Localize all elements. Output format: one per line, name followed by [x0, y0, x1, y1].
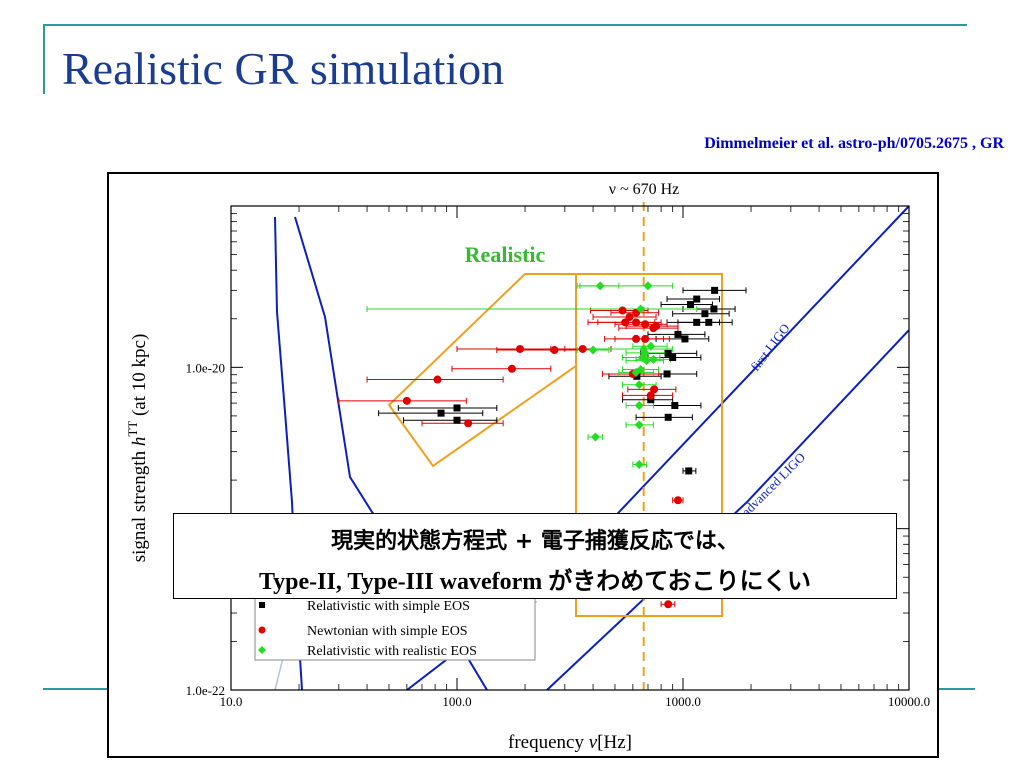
data-point-diamond [595, 281, 605, 291]
legend-square-marker [259, 602, 265, 608]
left-decor-line [43, 24, 45, 94]
data-point-square [701, 310, 709, 318]
data-point-circle [649, 324, 658, 333]
data-point-circle [673, 496, 682, 505]
reference-line-label: ν ~ 670 Hz [609, 181, 680, 198]
data-point-square [674, 330, 682, 338]
data-point-square [687, 301, 695, 309]
data-point-circle [578, 344, 587, 353]
legend-label-relativistic-realistic: Relativistic with realistic EOS [307, 644, 477, 659]
data-point-diamond [634, 459, 644, 469]
data-point-circle [621, 318, 630, 327]
simple-eos-region-box [387, 273, 577, 468]
data-point-circle [632, 334, 641, 343]
realistic-region-box [575, 273, 723, 617]
data-point-circle [646, 391, 655, 400]
data-point-square [685, 467, 693, 475]
data-point-square [693, 318, 701, 326]
data-point-square [633, 372, 641, 380]
data-point-square [663, 370, 671, 378]
callout-box: 現実的状態方程式 + 電子捕獲反応では、 Type-II, Type-III w… [173, 513, 897, 599]
data-point-circle [464, 419, 473, 428]
advanced-ligo-curve [546, 329, 909, 690]
data-point-circle [641, 320, 650, 329]
data-point-circle [550, 346, 559, 355]
bottom-left-decor-line [43, 688, 107, 690]
citation: Dimmelmeier et al. astro-ph/0705.2675 , … [704, 135, 1004, 152]
data-point-square [671, 402, 679, 410]
data-point-diamond [648, 354, 658, 364]
data-point-circle [664, 600, 673, 609]
data-point-square [664, 349, 672, 357]
data-point-square [710, 305, 718, 313]
legend-label-newtonian-simple: Newtonian with simple EOS [307, 624, 468, 639]
data-point-circle [507, 364, 516, 373]
data-point-diamond [634, 420, 644, 430]
data-point-square [437, 409, 445, 417]
y-axis-label: signal strength hTT (at 10 kpc) [125, 334, 150, 563]
data-point-circle [515, 344, 524, 353]
legend-diamond-marker [258, 646, 266, 654]
top-decor-line [43, 24, 967, 26]
data-point-circle [402, 396, 411, 405]
bottom-right-decor-line [939, 688, 975, 690]
data-point-diamond [637, 353, 647, 363]
data-point-square [711, 286, 719, 294]
data-point-circle [433, 375, 442, 384]
data-point-diamond [590, 432, 600, 442]
y-tick-label: 1.0e-22 [186, 683, 225, 698]
y-tick-label: 1.0e-20 [186, 360, 225, 375]
data-point-square [693, 295, 701, 303]
x-tick-label: 10.0 [220, 694, 243, 709]
x-tick-label: 1000.0 [665, 694, 701, 709]
data-point-diamond [636, 304, 646, 314]
data-point-diamond [634, 380, 644, 390]
data-point-circle [632, 318, 641, 327]
slide-title: Realistic GR simulation [62, 43, 505, 94]
data-point-square [453, 404, 461, 412]
data-point-square [705, 318, 713, 326]
data-point-square [453, 416, 461, 424]
legend-label-relativistic-simple: Relativistic with simple EOS [307, 599, 470, 614]
data-point-square [664, 413, 672, 421]
data-point-diamond [646, 341, 656, 351]
x-tick-label: 100.0 [442, 694, 471, 709]
data-point-diamond [643, 281, 653, 291]
legend: Relativistic with simple EOS Newtonian w… [254, 589, 536, 661]
data-point-diamond [634, 401, 644, 411]
data-point-diamond [631, 367, 641, 377]
callout-line-2: Type-II, Type-III waveform がきわめておこりにくい [258, 569, 812, 595]
data-point-circle [641, 334, 650, 343]
x-tick-label: 10000.0 [888, 694, 930, 709]
data-point-square [647, 396, 655, 404]
data-point-square [681, 335, 689, 343]
realistic-region-label: Realistic [465, 242, 546, 267]
x-axis-label: frequency ν[Hz] [508, 732, 632, 753]
data-point-diamond [588, 345, 598, 355]
callout-line-1: 現実的状態方程式 + 電子捕獲反応では、 [331, 529, 739, 554]
plot-border [230, 205, 910, 691]
legend-box [254, 589, 536, 661]
gw-frequency-strain-chart: 10.0100.01000.010000.01.0e-221.0e-211.0e… [125, 181, 930, 753]
data-point-circle [625, 313, 634, 322]
legend-circle-marker [258, 626, 266, 634]
data-point-square [669, 354, 677, 362]
data-point-circle [650, 385, 659, 394]
data-point-circle [618, 306, 627, 315]
